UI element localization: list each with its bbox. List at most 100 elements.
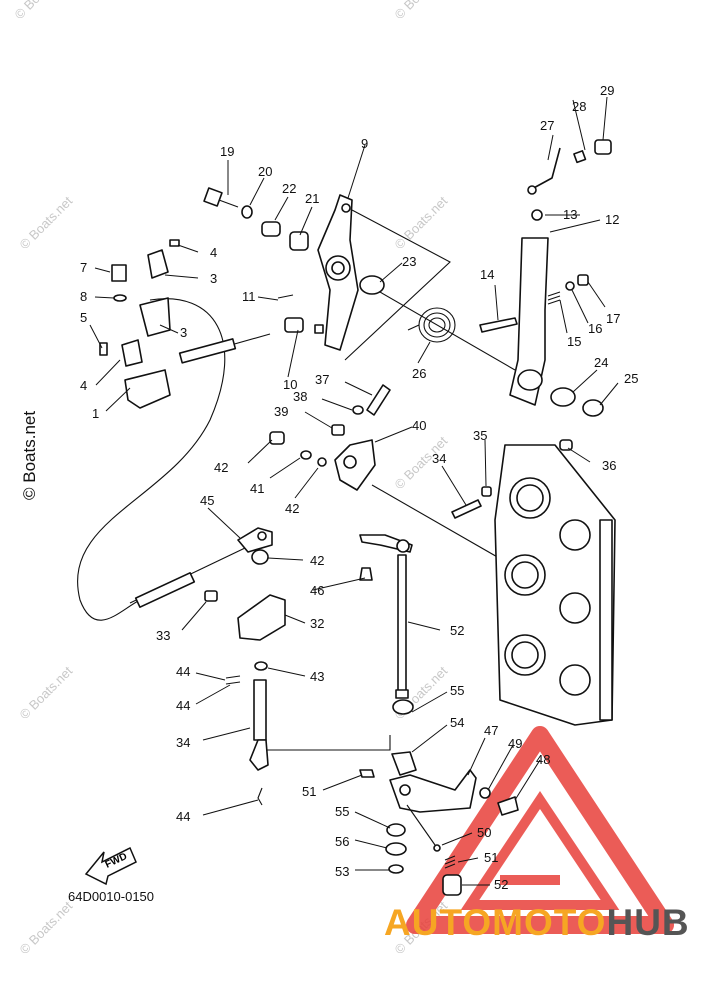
callout-55b: 55 xyxy=(335,804,349,819)
callout-7: 9 xyxy=(361,136,368,151)
throttle-lever xyxy=(317,194,359,351)
callout-47: 49 xyxy=(508,736,522,751)
callout-29: 36 xyxy=(602,458,616,473)
callout-12: 14 xyxy=(480,267,494,282)
return-spring xyxy=(407,307,456,343)
callout-numbers: 19 20 22 21 9 23 4 3 7 8 5 4 3 11 10 37 … xyxy=(80,83,638,892)
callout-33: 40 xyxy=(412,418,426,433)
cable-joint xyxy=(277,294,324,334)
link-rod xyxy=(527,139,612,195)
callout-56: 56 xyxy=(335,834,349,849)
callout-24: 27 xyxy=(540,118,554,133)
callout-3a: 3 xyxy=(210,271,217,286)
callout-42c: 44 xyxy=(176,809,190,824)
callout-8: 10 xyxy=(283,377,297,392)
callout-42b: 44 xyxy=(176,698,190,713)
cable-end-lower xyxy=(134,571,196,609)
callout-11: 13 xyxy=(563,207,577,222)
callout-3b: 4 xyxy=(80,378,87,393)
callout-30: 37 xyxy=(315,372,329,387)
callout-31: 38 xyxy=(293,389,307,404)
callout-39: 34 xyxy=(176,735,190,750)
washer-22 xyxy=(582,399,604,417)
callout-53: 53 xyxy=(335,864,349,879)
cable-end-upper xyxy=(178,338,237,364)
callout-32: 39 xyxy=(274,404,288,419)
side-watermark: © Boats.net xyxy=(20,410,39,500)
small-parts xyxy=(385,823,462,896)
tile-watermark: © Boats.net xyxy=(12,0,71,22)
arm-hardware xyxy=(479,274,589,333)
callout-34: 41 xyxy=(250,481,264,496)
leader-lines xyxy=(89,96,619,886)
callout-20: 23 xyxy=(402,254,416,269)
tile-watermark: © Boats.net xyxy=(17,663,76,722)
callout-44: 46 xyxy=(310,583,324,598)
callout-54: 54 xyxy=(450,715,464,730)
callout-25: 28 xyxy=(572,99,586,114)
brand-part2: HUB xyxy=(606,902,690,943)
callout-38: 33 xyxy=(156,628,170,643)
tile-watermark: © Boats.net xyxy=(392,193,451,252)
callout-22: 25 xyxy=(624,371,638,386)
callout-1: 1 xyxy=(92,406,99,421)
tile-watermark: © Boats.net xyxy=(17,898,76,957)
lever-hardware xyxy=(203,187,385,295)
callout-13: 15 xyxy=(567,334,581,349)
callout-40: 42 xyxy=(310,553,324,568)
part-code: 64D0010-0150 xyxy=(68,889,155,904)
callout-4b: 5 xyxy=(80,310,87,325)
callout-21: 24 xyxy=(594,355,608,370)
callout-26: 29 xyxy=(600,83,614,98)
forward-arrow-icon: FWD xyxy=(84,846,137,886)
callout-28: 35 xyxy=(473,428,487,443)
lower-linkage xyxy=(359,699,519,816)
brand-part1: AUTOMOTO xyxy=(384,902,607,943)
spring-shaft-line xyxy=(379,291,516,371)
throttle-rod xyxy=(225,675,391,806)
lever-link-line xyxy=(344,209,451,361)
link-line-lower xyxy=(406,804,436,846)
callout-18: 21 xyxy=(305,191,319,206)
callout-46: 48 xyxy=(536,752,550,767)
callout-9: 11 xyxy=(242,289,256,304)
washer-21 xyxy=(550,387,576,407)
callout-16: 19 xyxy=(220,144,234,159)
automotohub-logo-icon xyxy=(406,726,674,934)
callout-51: 51 xyxy=(302,784,316,799)
brand-wordmark: AUTOMOTOHUB xyxy=(384,902,690,944)
callout-42a: 44 xyxy=(176,664,190,679)
callout-10: 12 xyxy=(605,212,619,227)
throttle-shaft xyxy=(359,534,413,699)
callout-2: 3 xyxy=(180,325,187,340)
cable-holder-assembly xyxy=(204,527,286,671)
callout-49: 51 xyxy=(484,850,498,865)
carburetor-assembly xyxy=(494,444,616,726)
callout-4a: 4 xyxy=(210,245,217,260)
callout-5: 7 xyxy=(80,260,87,275)
throttle-cable xyxy=(77,298,226,621)
callout-27: 34 xyxy=(432,451,446,466)
cable-bracket-assembly xyxy=(99,239,180,409)
callout-35: 42 xyxy=(285,501,299,516)
callout-36: 42 xyxy=(214,460,228,475)
callout-19: 22 xyxy=(282,181,296,196)
callout-17: 20 xyxy=(258,164,272,179)
callout-15: 17 xyxy=(606,311,620,326)
cam-lever xyxy=(269,424,376,491)
tile-watermark: © Boats.net xyxy=(17,193,76,252)
callout-52: 52 xyxy=(450,623,464,638)
callout-48: 50 xyxy=(477,825,491,840)
callout-14: 16 xyxy=(588,321,602,336)
callout-55a: 55 xyxy=(450,683,464,698)
link-pin xyxy=(352,384,391,416)
callout-23: 26 xyxy=(412,366,426,381)
callout-37: 32 xyxy=(310,616,324,631)
carb-bolts xyxy=(451,439,573,519)
callout-6: 8 xyxy=(80,289,87,304)
callout-45: 47 xyxy=(484,723,498,738)
callout-41: 43 xyxy=(310,669,324,684)
callout-43: 45 xyxy=(200,493,214,508)
